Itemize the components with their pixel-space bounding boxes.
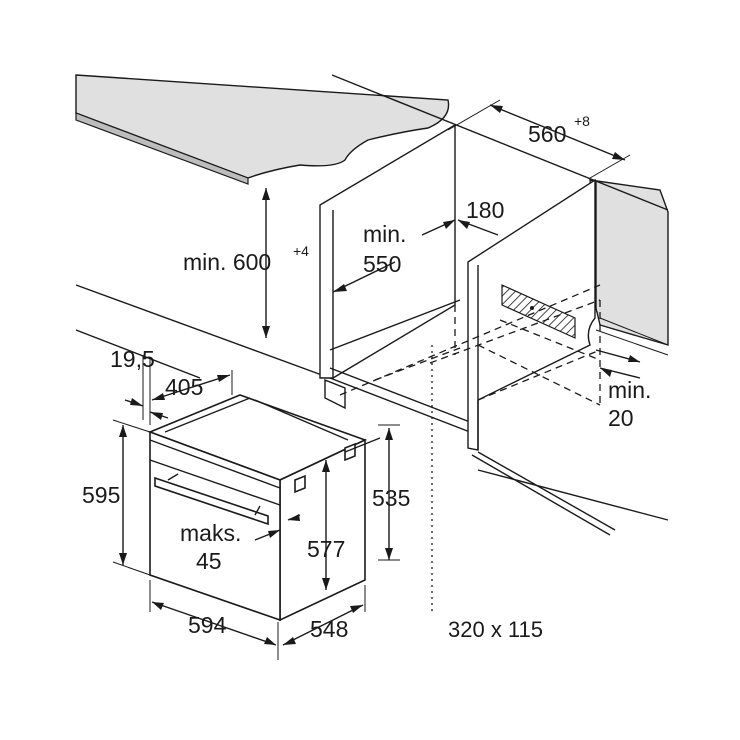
oven [147, 394, 381, 622]
dim-180: 180 [421, 197, 504, 236]
label-min-20-a: min. [608, 377, 651, 403]
label-548: 548 [310, 616, 348, 642]
label-535: 535 [372, 485, 410, 511]
dim-548: 548 [282, 585, 366, 646]
dim-577: 577 [307, 460, 345, 590]
label-594: 594 [188, 612, 227, 638]
label-min-600: min. 600 [183, 249, 271, 275]
label-min-20-b: 20 [608, 405, 634, 431]
dim-535: 535 [372, 424, 410, 561]
label-min-550-a: min. [363, 221, 406, 247]
label-560-tolerance: +8 [574, 113, 590, 129]
niche-base [329, 299, 471, 433]
label-560: 560 [528, 121, 566, 147]
worktop-slab [75, 74, 450, 185]
dim-550: min. 550 [332, 221, 406, 293]
dim-600: min. 600 +4 [183, 188, 309, 338]
label-180: 180 [466, 197, 504, 223]
floor-lines-left [75, 284, 331, 379]
label-600-tolerance: +4 [293, 243, 309, 259]
label-min-550-b: 550 [363, 251, 401, 277]
hidden-edges [339, 284, 601, 406]
dim-595: 595 [82, 419, 151, 576]
label-maks-b: 45 [196, 548, 222, 574]
label-595: 595 [82, 482, 120, 508]
label-577: 577 [307, 536, 345, 562]
dim-maks-45: maks. 45 [180, 514, 301, 574]
dim-min-20: min. 20 [595, 349, 651, 431]
label-405: 405 [165, 374, 203, 400]
label-maks-a: maks. [180, 520, 241, 546]
label-19-5: 19,5 [110, 346, 155, 372]
dim-560: 560 +8 [447, 99, 631, 179]
dim-19-5: 19,5 [110, 346, 169, 425]
vent-opening [501, 284, 576, 339]
dim-594: 594 [149, 580, 279, 660]
dim-405: 405 [151, 370, 233, 401]
worktop-back-line [331, 74, 669, 211]
label-vent-opening: 320 x 115 [448, 617, 543, 642]
